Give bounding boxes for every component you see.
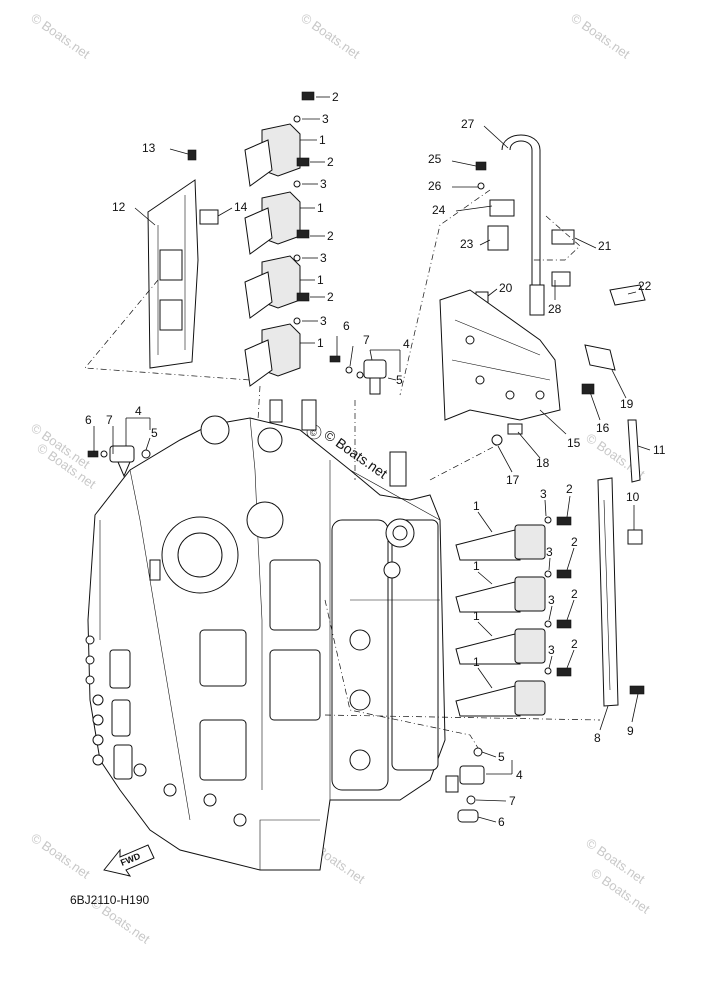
callout-label: 5: [151, 426, 158, 440]
upper-coil-stack: [244, 91, 315, 421]
leader-lines: [93, 96, 651, 823]
part-11: [627, 419, 641, 483]
callout-label: 15: [567, 436, 581, 450]
callout-label: 2: [571, 637, 578, 651]
watermark: © Boats.net: [568, 10, 633, 62]
callout-label: 5: [498, 750, 505, 764]
callout-label: 25: [428, 152, 442, 166]
callout-label: 22: [638, 279, 652, 293]
callout-label: 4: [516, 768, 523, 782]
callout-label: 19: [620, 397, 634, 411]
left-sensor: [87, 445, 151, 478]
lower-right-coils: [324, 477, 645, 721]
lower-sensor: [324, 599, 485, 823]
svg-text:©: ©: [310, 428, 317, 438]
callout-label: 1: [473, 499, 480, 513]
callout-label: 7: [363, 333, 370, 347]
callout-label: 3: [320, 177, 327, 191]
callout-label: 1: [473, 609, 480, 623]
callout-labels: 2 3 1 2 3 1 2 3 1 2 3 1 13 12 14 6 7 4 5…: [85, 90, 666, 829]
callout-label: 20: [499, 281, 513, 295]
callout-label: 13: [142, 141, 156, 155]
callout-label: 27: [461, 117, 475, 131]
callout-label: 1: [317, 336, 324, 350]
engine-block: [85, 399, 446, 871]
callout-label: 6: [343, 319, 350, 333]
callout-label: 28: [548, 302, 562, 316]
diagram-code: 6BJ2110-H190: [70, 893, 149, 907]
callout-label: 2: [571, 587, 578, 601]
watermark: © Boats.net: [28, 10, 93, 62]
callout-label: 4: [403, 337, 410, 351]
callout-label: 2: [332, 90, 339, 104]
callout-label: 2: [327, 290, 334, 304]
callout-label: 4: [135, 404, 142, 418]
callout-label: 10: [626, 490, 640, 504]
callout-label: 11: [653, 443, 666, 457]
callout-label: 2: [327, 229, 334, 243]
callout-label: 3: [548, 593, 555, 607]
callout-label: 23: [460, 237, 474, 251]
callout-label: 16: [596, 421, 610, 435]
callout-label: 5: [396, 373, 403, 387]
callout-label: 9: [627, 724, 634, 738]
callout-label: 1: [473, 559, 480, 573]
watermark: © Boats.net: [28, 830, 93, 882]
callout-label: 12: [112, 200, 126, 214]
left-bracket: [84, 149, 251, 381]
callout-label: 1: [317, 273, 324, 287]
callout-label: 1: [317, 201, 324, 215]
callout-label: 2: [566, 482, 573, 496]
callout-label: 7: [106, 413, 113, 427]
callout-label: 6: [498, 815, 505, 829]
callout-label: 1: [319, 133, 326, 147]
callout-label: 3: [322, 112, 329, 126]
callout-label: 24: [432, 203, 446, 217]
callout-label: 3: [320, 314, 327, 328]
callout-label: 3: [320, 251, 327, 265]
callout-label: 6: [85, 413, 92, 427]
callout-label: 7: [509, 794, 516, 808]
upper-right-assembly: [399, 134, 646, 481]
callout-label: 3: [546, 545, 553, 559]
callout-label: 26: [428, 179, 442, 193]
fwd-arrow: FWD: [103, 844, 155, 877]
callout-label: 3: [548, 643, 555, 657]
callout-label: 18: [536, 456, 550, 470]
callout-label: 2: [571, 535, 578, 549]
callout-label: 21: [598, 239, 612, 253]
callout-label: 2: [327, 155, 334, 169]
callout-label: 1: [473, 655, 480, 669]
watermark: © Boats.net: [298, 10, 363, 62]
callout-label: 17: [506, 473, 520, 487]
callout-label: 3: [540, 487, 547, 501]
callout-label: 14: [234, 200, 248, 214]
center-sensor: [329, 355, 387, 480]
callout-label: 8: [594, 731, 601, 745]
